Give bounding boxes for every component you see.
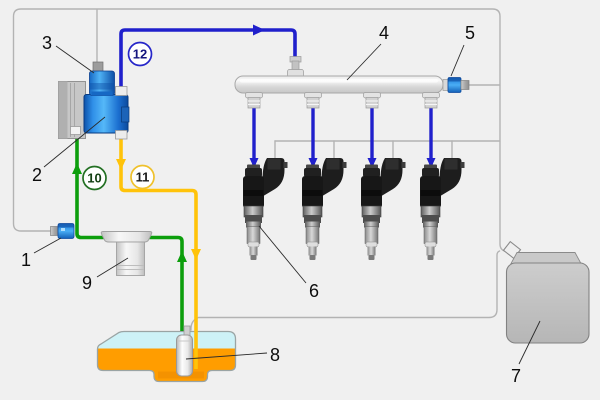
badge-10-circle: [82, 165, 107, 191]
filter-canister: [116, 241, 145, 276]
badge-11: 11: [130, 164, 155, 190]
pump-top-unit: [89, 61, 115, 96]
rail-outlet: [422, 92, 440, 109]
leader-2: [43, 116, 106, 168]
filter-flange: [100, 231, 153, 243]
pump-inlet-fitting: [70, 126, 81, 135]
tank-pump-wire: [190, 250, 501, 331]
badge-10: 10: [82, 165, 107, 191]
leader-8: [185, 352, 268, 360]
leader-3: [55, 45, 95, 74]
flow-arrow-down: [191, 249, 201, 260]
leader-1: [33, 237, 62, 254]
hp-line-path: [119, 28, 297, 94]
leader-5: [450, 44, 465, 77]
injector-bank: [242, 157, 465, 261]
rail-outlet: [245, 92, 263, 109]
badge-11-number: 11: [136, 170, 150, 185]
flow-arrow-up: [177, 251, 187, 262]
callout-4: 4: [379, 23, 389, 43]
low-pressure-sensor: [50, 223, 75, 239]
sensor-washer: [442, 79, 449, 91]
leader-4: [346, 43, 382, 81]
flow-arrow-up: [72, 163, 82, 174]
leader-6: [258, 225, 307, 284]
callout-2: 2: [32, 165, 42, 185]
callout-1: 1: [21, 250, 31, 270]
high-pressure-line: [119, 24, 436, 172]
sensor-body-top: [448, 77, 461, 82]
flow-arrow-down: [308, 158, 318, 168]
leader-9: [96, 257, 129, 278]
high-pressure-pump: [58, 61, 130, 140]
callouts: 1 2 3 4 5 6 7 8 9: [21, 23, 521, 386]
callout-leaders: [33, 43, 541, 365]
return-line: [116, 132, 201, 369]
supply-line-path: [75, 131, 184, 331]
ecu-box: [505, 262, 590, 344]
sensor1-highlight: [61, 228, 65, 231]
callout-3: 3: [42, 33, 52, 53]
callout-6: 6: [309, 281, 319, 301]
rail-outlet: [363, 92, 381, 109]
harness-main-loop: [12, 8, 508, 253]
rail-outlet: [304, 92, 322, 109]
flow-arrow-down: [116, 159, 126, 170]
tank-outline: [96, 330, 237, 383]
rail-highlight: [240, 79, 438, 83]
badge-12-number: 12: [133, 47, 147, 62]
sensor1-connector-tip: [50, 226, 59, 236]
flow-arrow-down: [367, 158, 377, 168]
pump-outlet-fitting: [115, 86, 128, 96]
sensor1-body-top: [58, 223, 74, 228]
fuel-filter: [100, 231, 153, 276]
sensor-connector-tip: [460, 80, 470, 90]
tank-pump-body: [176, 334, 193, 377]
ecu: [502, 240, 590, 344]
pump-return-fitting: [115, 130, 128, 140]
ecu-connector-cover: [510, 252, 582, 264]
callout-5: 5: [465, 23, 475, 43]
callout-8: 8: [270, 345, 280, 365]
fuel-rail: [234, 56, 444, 109]
flow-arrow-down: [249, 158, 259, 168]
line-badges: 10 11 12: [82, 41, 155, 191]
rail-pressure-sensor: [442, 77, 470, 93]
fuel-tank: [96, 330, 237, 383]
callout-7: 7: [511, 366, 521, 386]
badge-12-circle: [127, 41, 153, 67]
badge-10-number: 10: [87, 171, 101, 186]
rail-inlet-neck: [291, 60, 300, 71]
flow-arrow-down: [426, 158, 436, 168]
rail-tube: [234, 75, 444, 94]
return-line-path: [119, 132, 198, 369]
callout-9: 9: [82, 273, 92, 293]
badge-11-circle: [130, 164, 155, 190]
top-unit-band: [89, 83, 115, 90]
pump-side-port: [121, 106, 130, 123]
top-unit-cap: [92, 61, 104, 72]
rail-outlets: [245, 92, 440, 109]
pump-bracket-edge: [58, 81, 68, 139]
top-unit-flange: [91, 91, 113, 96]
flow-arrow-right: [253, 24, 265, 36]
badge-12: 12: [127, 41, 153, 67]
supply-line: [72, 131, 187, 331]
leader-7: [518, 320, 541, 365]
in-tank-pump: [176, 325, 193, 377]
